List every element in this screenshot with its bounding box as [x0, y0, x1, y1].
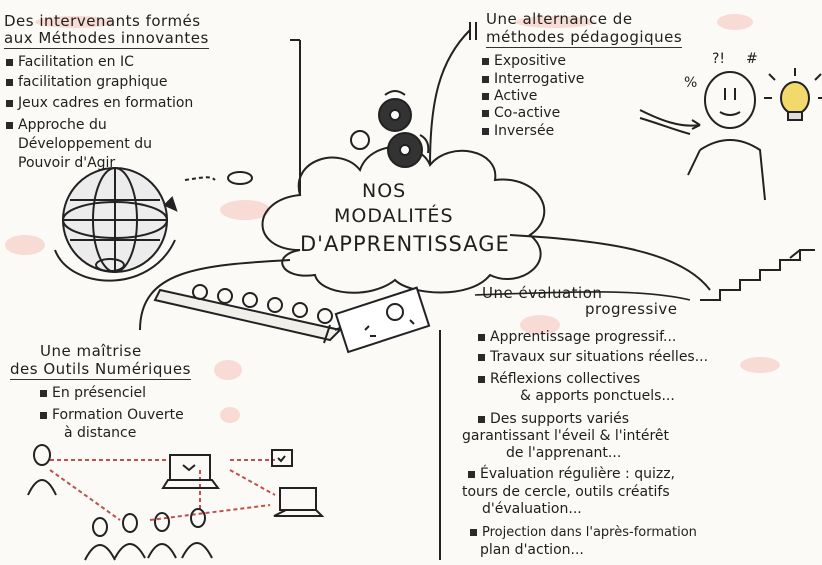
network-laptops-icon — [27, 444, 325, 561]
intervenants-title-line1: Des intervenants formés — [4, 12, 201, 30]
numerique-item-continued: à distance — [64, 425, 137, 441]
bullet-icon — [478, 333, 485, 341]
bullet-icon — [482, 92, 489, 100]
intervenants-item: Approche du — [6, 118, 107, 132]
train-arrow-icon — [153, 284, 431, 354]
staircase-icon — [700, 249, 815, 301]
bullet-icon — [468, 470, 475, 478]
hash-mark: # — [746, 51, 758, 67]
evaluation-item-continued: plan d'action... — [480, 542, 584, 558]
intervenants-item: Jeux cadres en formation — [6, 96, 193, 110]
person-thinking-icon — [639, 71, 766, 201]
numerique-item: En présenciel — [40, 386, 146, 400]
bullet-icon — [6, 99, 13, 107]
alternance-item: Inversée — [482, 124, 554, 138]
bullet-icon — [482, 57, 489, 65]
intervenants-item-continued: Développement du — [18, 136, 152, 152]
gears-icon — [350, 90, 430, 168]
center-title-line1: NOS — [362, 180, 407, 202]
bullet-icon — [40, 389, 47, 397]
bullet-icon — [482, 127, 489, 135]
bullet-icon — [470, 529, 477, 536]
evaluation-title-line1: Une évaluation — [482, 284, 603, 302]
evaluation-item: Évaluation régulière : quizz, — [468, 467, 675, 481]
alternance-item: Expositive — [482, 54, 566, 68]
alternance-item: Interrogative — [482, 72, 584, 86]
numerique-title-line2: des Outils Numériques — [10, 360, 191, 380]
intervenants-item-continued: Pouvoir d'Agir — [18, 155, 116, 171]
bullet-icon — [482, 109, 489, 117]
center-title-line2: MODALITÉS — [334, 205, 454, 227]
heading-underlines — [474, 291, 691, 301]
percent-mark: % — [684, 75, 698, 91]
alternance-item: Active — [482, 89, 537, 103]
intervenants-item: facilitation graphique — [6, 75, 167, 89]
lightbulb-icon — [764, 68, 822, 121]
exclaim-mark: ?! — [712, 51, 726, 67]
evaluation-item-continued: garantissant l'éveil & l'intérêt — [462, 428, 670, 444]
bullet-icon — [40, 411, 47, 419]
bullet-icon — [478, 353, 485, 361]
bullet-icon — [6, 78, 13, 86]
bullet-icon — [6, 58, 13, 66]
connector-lines — [139, 22, 711, 560]
evaluation-item: Des supports variés — [478, 412, 629, 426]
evaluation-title-line2: progressive — [585, 300, 678, 318]
bullet-icon — [482, 75, 489, 83]
pink-highlights — [5, 14, 780, 423]
intervenants-title-line2: aux Méthodes innovantes — [4, 29, 209, 49]
bullet-icon — [478, 375, 485, 383]
numerique-title-line1: Une maîtrise — [40, 342, 142, 360]
evaluation-item: Apprentissage progressif... — [478, 330, 676, 344]
evaluation-item-continued: & apports ponctuels... — [520, 388, 675, 404]
alternance-title-line1: Une alternance de — [486, 10, 633, 28]
numerique-item: Formation Ouverte — [40, 408, 184, 422]
center-title-line3: D'APPRENTISSAGE — [300, 232, 510, 256]
bullet-icon — [478, 415, 485, 423]
evaluation-item: Réflexions collectives — [478, 372, 640, 386]
globe-icon — [54, 167, 253, 282]
evaluation-item-continued: d'évaluation... — [482, 501, 582, 517]
evaluation-item-continued: tours de cercle, outils créatifs — [462, 484, 670, 500]
alternance-title-line2: méthodes pédagogiques — [486, 28, 683, 48]
alternance-item: Co-active — [482, 106, 560, 120]
bullet-icon — [6, 121, 13, 129]
evaluation-item: Projection dans l'après-formation — [470, 526, 697, 539]
evaluation-item-continued: de l'apprenant... — [506, 445, 622, 461]
intervenants-item: Facilitation en IC — [6, 55, 134, 69]
central-cloud — [261, 145, 546, 294]
evaluation-item: Travaux sur situations réelles... — [478, 350, 708, 364]
